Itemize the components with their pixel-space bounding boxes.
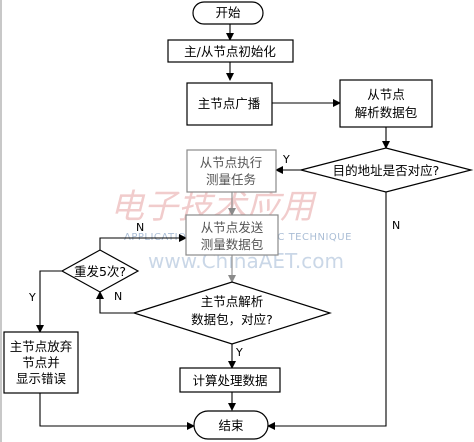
label-parse-yes: Y: [235, 346, 243, 359]
end-node: 结束: [193, 410, 269, 440]
retry5-decision: 重发5次?: [60, 249, 140, 293]
slave-send-line-2: 测量数据包: [201, 237, 264, 252]
edge-retry-yes: [36, 270, 62, 333]
label-parse-no: N: [114, 290, 122, 303]
master-abort-line-2: 节点并: [22, 355, 60, 370]
edge-abort-end: [39, 393, 195, 430]
addr-match-label: 目的地址是否对应?: [333, 163, 440, 178]
edge-parse-no: [96, 291, 134, 314]
page-left-rule: [0, 0, 2, 442]
master-parse-line-1: 主节点解析: [201, 294, 264, 309]
slave-measure-line-1: 从节点执行: [200, 155, 263, 170]
label-addr-no: N: [392, 219, 400, 232]
master-abort-node: 主节点放弃 节点并 显示错误: [3, 331, 79, 394]
label-retry-yes: Y: [28, 291, 36, 304]
master-abort-line-1: 主节点放弃: [10, 339, 73, 354]
master-abort-line-3: 显示错误: [16, 371, 67, 386]
slave-parse-node: 从节点 解析数据包: [339, 79, 433, 128]
addr-match-decision: 目的地址是否对应?: [298, 147, 474, 193]
master-parse-decision: 主节点解析 数据包，对应?: [132, 281, 332, 345]
slave-parse-line-2: 解析数据包: [355, 105, 418, 120]
label-retry-no: N: [136, 221, 144, 234]
start-node: 开始: [192, 1, 264, 25]
init-label: 主/从节点初始化: [184, 44, 276, 59]
compute-node: 计算处理数据: [179, 367, 281, 393]
slave-send-line-1: 从节点发送: [201, 220, 264, 235]
init-node: 主/从节点初始化: [167, 39, 294, 63]
slave-parse-line-1: 从节点: [367, 87, 405, 102]
retry5-label: 重发5次?: [74, 264, 126, 279]
slave-measure-node: 从节点执行 测量任务: [186, 149, 277, 193]
edges: [36, 24, 390, 430]
slave-send-node: 从节点发送 测量数据包: [185, 214, 279, 256]
start-label: 开始: [215, 5, 241, 20]
compute-label: 计算处理数据: [192, 373, 267, 388]
label-addr-yes: Y: [282, 153, 290, 166]
slave-measure-line-2: 测量任务: [206, 172, 256, 187]
end-label: 结束: [218, 418, 244, 433]
master-parse-line-2: 数据包，对应?: [191, 312, 273, 327]
master-broadcast-label: 主节点广播: [198, 96, 261, 111]
master-broadcast-node: 主节点广播: [186, 82, 273, 126]
edge-labels: Y N N Y N Y: [28, 153, 400, 359]
edge-addr-no: [267, 192, 387, 430]
